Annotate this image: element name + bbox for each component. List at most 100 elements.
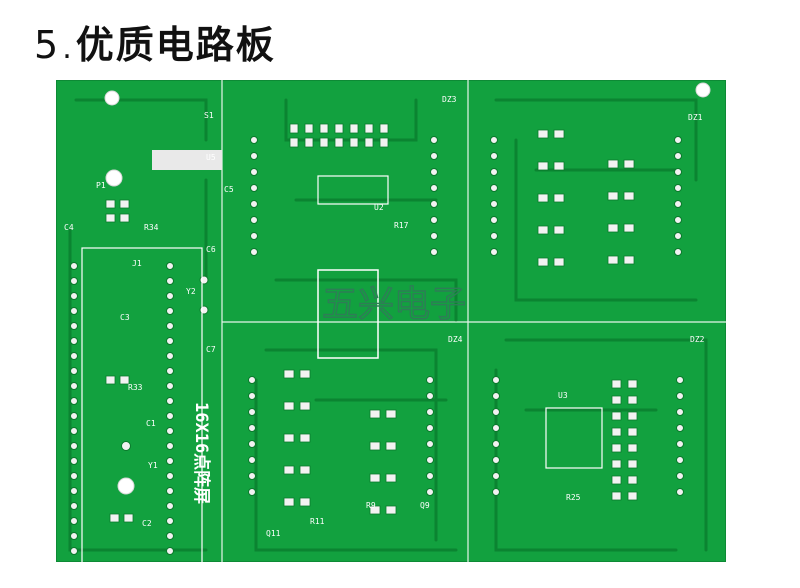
heading-dot: .: [62, 31, 72, 66]
smd-pad: [537, 161, 549, 171]
smd-pad: [369, 409, 381, 419]
matrix-header-pin: [490, 232, 498, 240]
label-dz1: DZ1: [688, 113, 703, 122]
matrix-header-pin: [426, 424, 434, 432]
smd-pad: [299, 465, 311, 475]
mcu-pin: [166, 352, 174, 360]
mcu-pin: [70, 547, 78, 555]
matrix-header-pin: [430, 248, 438, 256]
smd-pad: [364, 123, 374, 134]
matrix-header-pin: [490, 152, 498, 160]
smd-pad: [369, 473, 381, 483]
smd-pad: [627, 395, 638, 405]
ic-packages: [81, 150, 603, 562]
matrix-header-pin: [250, 152, 258, 160]
matrix-header-pin: [490, 248, 498, 256]
matrix-header-pin: [492, 408, 500, 416]
smd-pad: [553, 193, 565, 203]
smd-pad: [349, 137, 359, 148]
smd-pad: [611, 427, 622, 437]
matrix-header-pin: [250, 136, 258, 144]
mcu-socket-outline: [81, 247, 203, 562]
matrix-header-pin: [248, 456, 256, 464]
matrix-header-pin: [674, 232, 682, 240]
smd-pad: [607, 223, 619, 233]
smd-pad: [369, 505, 381, 515]
mcu-pin: [166, 442, 174, 450]
label-u3: U3: [558, 391, 568, 400]
pcb-photo: S1 P1 C4 R34 U5 C5 C6 Y2 C7 J1 C3 R33 C1…: [56, 80, 726, 562]
matrix-header-pin: [490, 168, 498, 176]
mcu-pin: [70, 517, 78, 525]
matrix-header-pin: [492, 488, 500, 496]
hole-lower-left: [117, 477, 135, 495]
mcu-pin: [70, 382, 78, 390]
smd-pad: [299, 401, 311, 411]
matrix-header-pin: [426, 376, 434, 384]
smd-pad: [379, 137, 389, 148]
mcu-pin: [70, 307, 78, 315]
ic-u3-outline: [545, 407, 603, 469]
matrix-header-pin: [674, 200, 682, 208]
page-heading: 5 . 优质电路板: [34, 14, 276, 67]
mcu-pin: [166, 262, 174, 270]
matrix-header-pin: [248, 472, 256, 480]
matrix-header-pin: [430, 168, 438, 176]
label-c6: C6: [206, 245, 216, 254]
label-c2: C2: [142, 519, 152, 528]
mcu-pin: [70, 262, 78, 270]
mcu-pin: [166, 547, 174, 555]
matrix-header-pin: [492, 456, 500, 464]
label-p1: P1: [96, 181, 106, 190]
crystal-pad: [199, 275, 209, 285]
matrix-header-pin: [430, 152, 438, 160]
mcu-pin: [70, 352, 78, 360]
smd-pad: [105, 213, 116, 223]
smd-pad: [607, 255, 619, 265]
smd-pad: [537, 225, 549, 235]
label-s1: S1: [204, 111, 214, 120]
matrix-header-pin: [676, 424, 684, 432]
smd-pad: [349, 123, 359, 134]
brand-watermark: 五兴电子: [322, 284, 466, 325]
label-c7: C7: [206, 345, 216, 354]
mcu-pin: [166, 472, 174, 480]
mcu-pin: [70, 502, 78, 510]
hole-top-left: [104, 90, 120, 106]
smd-pad: [283, 497, 295, 507]
smd-pad: [611, 459, 622, 469]
smd-pad: [611, 491, 622, 501]
smd-pad: [283, 369, 295, 379]
matrix-header-pin: [426, 456, 434, 464]
mcu-pin: [166, 412, 174, 420]
smd-pad: [623, 223, 635, 233]
smd-pad: [109, 513, 120, 523]
component-pads: [70, 123, 684, 555]
mcu-pin: [70, 472, 78, 480]
matrix-header-pin: [430, 216, 438, 224]
mcu-pin: [166, 322, 174, 330]
matrix-header-pin: [490, 200, 498, 208]
mcu-pin: [70, 337, 78, 345]
heading-title: 优质电路板: [75, 23, 276, 67]
smd-pad: [611, 395, 622, 405]
mcu-pin: [70, 442, 78, 450]
mcu-pin: [166, 367, 174, 375]
matrix-header-pin: [492, 440, 500, 448]
smd-pad: [283, 401, 295, 411]
crystal-pad: [199, 305, 209, 315]
smd-pad: [623, 255, 635, 265]
matrix-header-pin: [490, 136, 498, 144]
mcu-pin: [70, 292, 78, 300]
smd-pad: [623, 191, 635, 201]
smd-pad: [304, 137, 314, 148]
matrix-header-pin: [492, 392, 500, 400]
mcu-pin: [166, 397, 174, 405]
mcu-pin: [166, 487, 174, 495]
crystal-pad: [121, 441, 131, 451]
matrix-header-pin: [492, 472, 500, 480]
label-r11: R11: [310, 517, 325, 526]
smd-pad: [627, 491, 638, 501]
label-u2: U2: [374, 203, 384, 212]
label-r9: R9: [366, 501, 376, 510]
